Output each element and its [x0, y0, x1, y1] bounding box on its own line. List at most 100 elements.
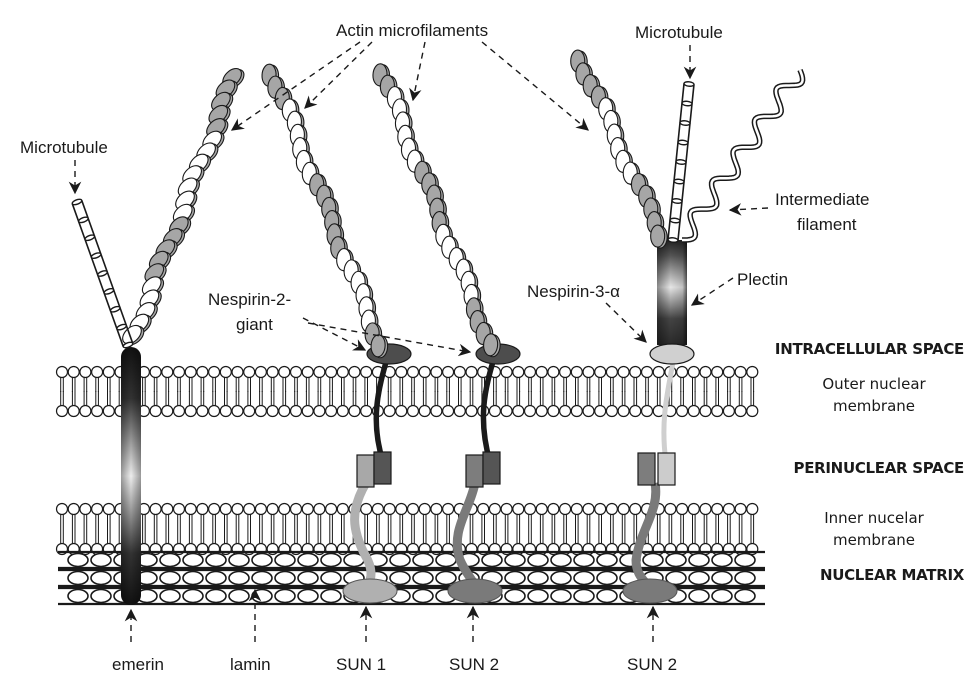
lipid-head: [219, 502, 232, 516]
lamin-fiber: [412, 588, 434, 604]
sun1-domain: [342, 578, 398, 604]
lipid-head: [360, 502, 373, 516]
lipid-head: [617, 502, 630, 516]
lamin-fiber: [596, 588, 618, 604]
lipid-head: [79, 404, 92, 418]
arrow-nesprin2-1: [302, 317, 367, 351]
lipid-head: [67, 502, 80, 516]
actin-filament-3: [372, 63, 501, 358]
lamin-fiber: [67, 552, 89, 568]
lipid-head: [254, 365, 267, 379]
lipid-head: [360, 404, 373, 418]
lipid-head: [371, 502, 384, 516]
lamin-fiber: [550, 552, 572, 568]
tubulin-ring: [109, 305, 121, 313]
lipid-head: [734, 502, 747, 516]
lipid-head: [208, 365, 221, 379]
lamin-fiber: [688, 570, 710, 586]
nesprin2-tail-1: [373, 352, 391, 465]
lipid-head: [605, 502, 619, 516]
tubulin-ring: [103, 288, 115, 295]
actin-filament-2: [261, 63, 389, 359]
lipid-head: [313, 404, 326, 418]
lamin-fiber: [665, 552, 687, 568]
intermediate-filament: [682, 68, 806, 243]
lipid-head: [149, 404, 162, 418]
lamin-fiber: [320, 570, 342, 586]
lamin-fiber: [711, 570, 733, 586]
lipid-head: [219, 365, 232, 379]
lamin-fiber: [435, 552, 457, 568]
tubulin-ring: [90, 252, 102, 259]
lipid-head: [325, 502, 338, 516]
tubulin-ring: [77, 216, 89, 224]
lipid-head: [313, 365, 326, 379]
lipid-head: [149, 365, 162, 379]
lipid-head: [699, 502, 712, 516]
lipid-head: [55, 404, 69, 418]
tubulin-ring: [667, 237, 679, 243]
lamin-fiber: [297, 570, 319, 586]
lipid-head: [605, 404, 619, 418]
lipid-head: [430, 404, 443, 418]
lipid-head: [301, 502, 314, 516]
lipid-head: [67, 404, 80, 418]
lipid-head: [395, 404, 408, 418]
lipid-head: [289, 404, 303, 418]
lipid-head: [395, 502, 408, 516]
label-sun2-a: SUN 2: [449, 655, 499, 674]
label-outer-membrane-2: membrane: [833, 397, 915, 415]
lipid-head: [231, 502, 244, 516]
lamin-fiber: [159, 570, 181, 586]
lipid-head: [266, 404, 279, 418]
arrow-actin-4: [481, 41, 589, 131]
lipid-head: [734, 365, 747, 379]
lipid-head: [289, 502, 303, 516]
lipid-head: [243, 365, 256, 379]
lipid-head: [231, 404, 244, 418]
lipid-head: [90, 404, 104, 418]
lamin-fiber: [504, 588, 526, 604]
lipid-head: [67, 365, 80, 379]
lipid-head: [90, 502, 104, 516]
lipid-head: [395, 365, 408, 379]
lipid-head: [348, 404, 361, 418]
tubulin-ring: [671, 198, 683, 204]
nesprin2-tail-2: [480, 352, 498, 465]
tubulin-ring: [675, 159, 687, 165]
lamin-fiber: [251, 570, 273, 586]
lipid-head: [184, 404, 197, 418]
arrow-layer: [68, 41, 769, 642]
lipid-head: [172, 502, 186, 516]
lamin-fiber: [504, 570, 526, 586]
lamin-fiber: [665, 570, 687, 586]
lipid-head: [55, 502, 69, 516]
lipid-head: [266, 365, 279, 379]
lamin-fiber: [504, 552, 526, 568]
lipid-head: [442, 502, 455, 516]
lipid-head: [523, 502, 537, 516]
label-outer-membrane-1: Outer nuclear: [822, 375, 926, 393]
lipid-head: [746, 502, 759, 516]
lipid-head: [640, 365, 654, 379]
lipid-head: [278, 365, 291, 379]
lipid-head: [418, 502, 431, 516]
label-emerin: emerin: [112, 655, 164, 674]
lipid-head: [336, 365, 349, 379]
lipid-head: [418, 365, 431, 379]
lipid-head: [664, 502, 677, 516]
lipid-head: [55, 365, 69, 379]
lipid-head: [336, 502, 349, 516]
lamin-fiber: [159, 588, 181, 604]
tubulin-ring: [116, 323, 128, 331]
lamin-fiber: [182, 588, 204, 604]
lipid-head: [594, 365, 607, 379]
lamin-fiber: [228, 552, 250, 568]
sun1-luminal-box: [356, 454, 375, 488]
lipid-head: [523, 365, 537, 379]
label-intermediate-filament-2: filament: [797, 215, 857, 234]
label-lamin: lamin: [230, 655, 271, 674]
lipid-head: [512, 502, 525, 516]
lipid-head: [172, 404, 186, 418]
actin-monomer: [650, 224, 666, 248]
